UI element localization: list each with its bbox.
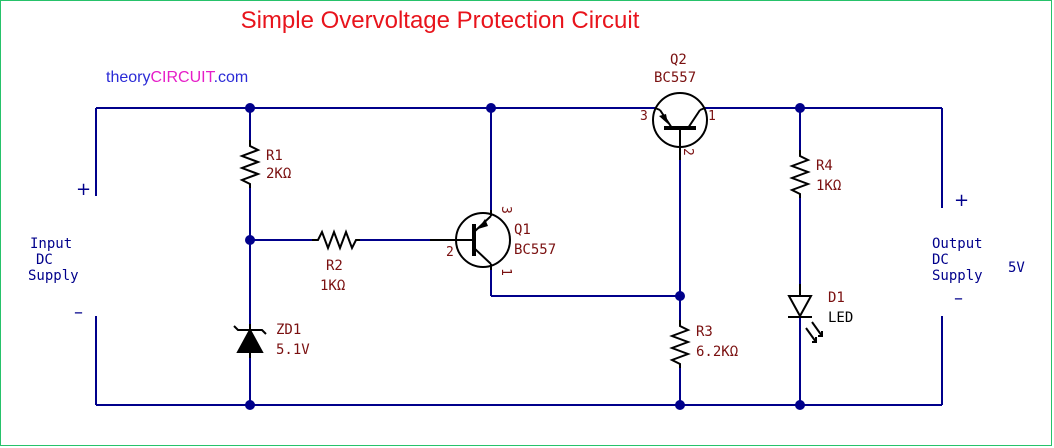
r2-value: 1KΩ (320, 278, 345, 294)
junction-dot (795, 103, 805, 113)
brand-text: theoryCIRCUIT.com (106, 69, 248, 86)
zd1-zener-diode (233, 324, 267, 358)
output-plus-sign: + (954, 190, 969, 211)
r2-resistor (312, 229, 360, 251)
d1-ref: D1 (828, 290, 845, 306)
zd1-ref: ZD1 (276, 322, 301, 338)
q2-transistor (652, 92, 708, 160)
r2-ref: R2 (326, 258, 343, 274)
junction-dot (675, 291, 685, 301)
q1-ref: Q1 (514, 222, 531, 238)
junction-dot (486, 103, 496, 113)
junction-dot (795, 400, 805, 410)
diagram-title: Simple Overvoltage Protection Circuit (241, 7, 640, 34)
q2-pin3-label: 3 (640, 109, 648, 124)
junctions (245, 103, 805, 410)
q2-pin1-label: 1 (708, 109, 716, 124)
input-minus-sign: – (74, 302, 83, 323)
zd1-value: 5.1V (276, 342, 310, 358)
output-label-line1: Output (932, 236, 983, 252)
output-label-line3: Supply (932, 268, 983, 284)
junction-dot (675, 400, 685, 410)
input-label-line1: Input (30, 236, 72, 252)
r1-ref: R1 (266, 148, 283, 164)
q2-ref: Q2 (670, 52, 687, 68)
brand-part2: CIRCUIT (150, 69, 215, 86)
brand-part3: .com (214, 69, 249, 86)
q1-value: BC557 (514, 242, 556, 258)
output-minus-sign: – (954, 288, 963, 309)
d1-value: LED (828, 310, 853, 326)
input-plus-sign: + (76, 179, 91, 200)
q2-pin2-label: 2 (680, 148, 695, 156)
input-label-line2: DC (36, 252, 53, 268)
output-label-line2: DC (932, 252, 949, 268)
r3-resistor (669, 320, 691, 368)
r1-resistor (239, 140, 261, 188)
output-voltage-label: 5V (1008, 260, 1025, 276)
d1-led (787, 284, 823, 343)
r3-value: 6.2KΩ (696, 344, 738, 360)
input-label-line3: Supply (28, 268, 79, 284)
brand-part1: theory (106, 69, 150, 86)
junction-dot (245, 400, 255, 410)
junction-dot (245, 103, 255, 113)
r1-value: 2KΩ (266, 166, 291, 182)
r4-value: 1KΩ (816, 178, 841, 194)
wires (95, 107, 943, 406)
r4-resistor (789, 150, 811, 198)
r3-ref: R3 (696, 324, 713, 340)
junction-dot (245, 235, 255, 245)
q1-pin3-label: 3 (498, 206, 513, 214)
q1-transistor (430, 210, 511, 270)
r4-ref: R4 (816, 158, 833, 174)
q1-pin1-label: 1 (498, 268, 513, 276)
q2-value: BC557 (654, 70, 696, 86)
q1-pin2-label: 2 (446, 245, 454, 260)
